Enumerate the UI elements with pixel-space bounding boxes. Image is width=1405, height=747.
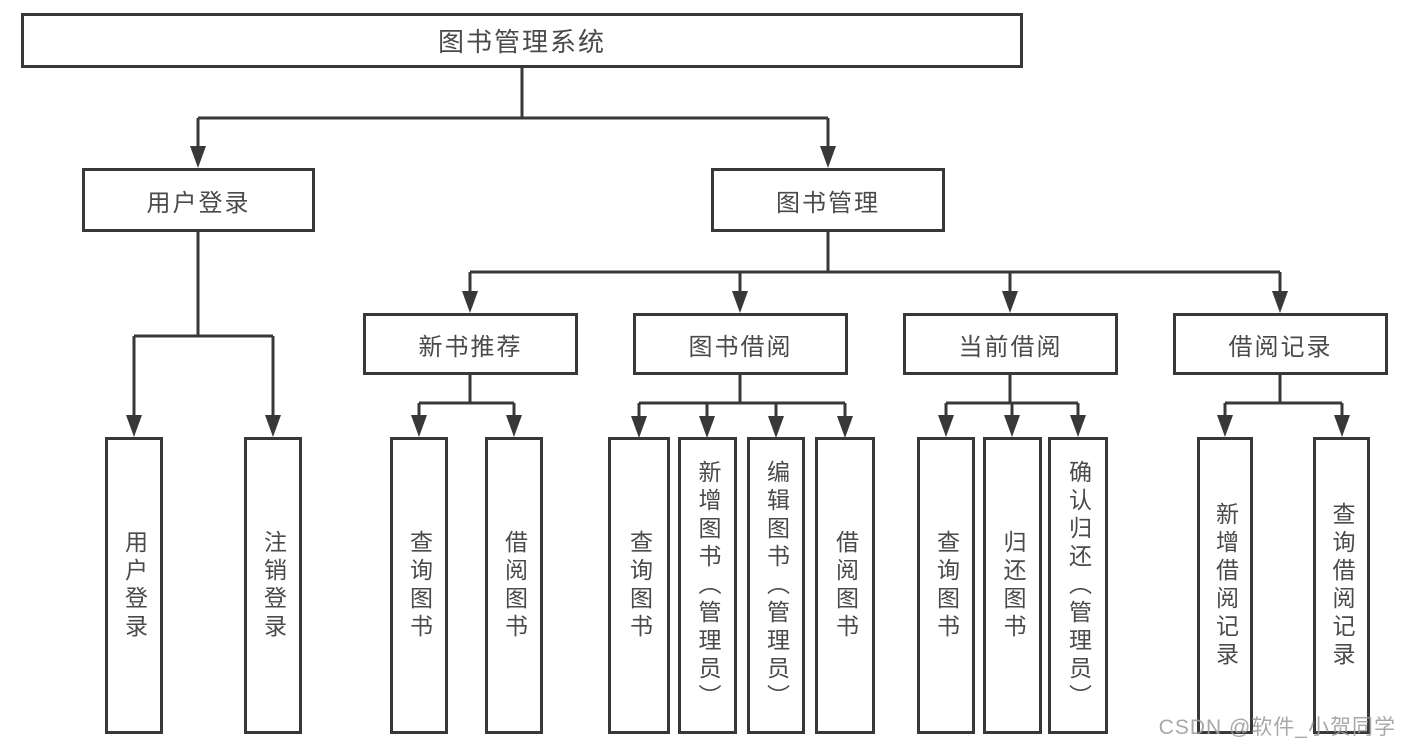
connector-borrow-records	[1217, 375, 1350, 437]
node-borrow-records: 借阅记录	[1173, 313, 1388, 375]
node-leaf-borrow-book: 借阅图书	[815, 437, 875, 734]
arrowhead	[938, 415, 954, 437]
node-label: 归还图书	[1000, 529, 1026, 642]
node-label: 用户登录	[121, 529, 148, 642]
node-label: 查询图书	[626, 529, 653, 642]
node-book-mgmt-branch: 图书管理	[711, 168, 945, 232]
node-current-borrow: 当前借阅	[903, 313, 1118, 375]
arrowhead	[1002, 291, 1018, 313]
arrowhead	[1070, 415, 1086, 437]
arrowhead	[837, 416, 853, 438]
node-label: 确认归还（管理员）	[1065, 459, 1092, 712]
node-label: 借阅图书	[832, 529, 859, 642]
arrowhead	[631, 416, 647, 438]
node-new-book-rec: 新书推荐	[363, 313, 578, 375]
arrowhead	[190, 146, 206, 168]
arrowhead	[699, 416, 715, 438]
connector-login	[126, 232, 281, 437]
node-leaf-return-book: 归还图书	[983, 437, 1042, 734]
node-root: 图书管理系统	[21, 13, 1023, 68]
arrowhead	[506, 415, 522, 437]
node-leaf-add-borrow-record: 新增借阅记录	[1197, 437, 1253, 734]
node-user-login-branch: 用户登录	[82, 168, 315, 232]
node-label: 新增借阅记录	[1212, 501, 1239, 670]
node-leaf-query-borrow-record: 查询借阅记录	[1313, 437, 1370, 734]
arrowhead	[1272, 291, 1288, 313]
node-leaf-user-login: 用户登录	[105, 437, 163, 734]
node-leaf-current-query-book: 查询图书	[917, 437, 975, 734]
arrowhead	[1004, 415, 1020, 437]
connector-new-book	[411, 375, 522, 437]
node-leaf-logout: 注销登录	[244, 437, 302, 734]
node-leaf-edit-book-admin: 编辑图书（管理员）	[747, 437, 805, 734]
node-label: 查询图书	[933, 529, 960, 642]
node-leaf-borrow-query-book: 查询图书	[608, 437, 670, 734]
arrowhead	[411, 415, 427, 437]
connector-book-borrow	[631, 375, 853, 438]
arrowhead	[1217, 415, 1233, 437]
connector-current-borrow	[938, 375, 1086, 437]
arrowhead	[265, 415, 281, 437]
node-label: 新增图书（管理员）	[695, 459, 721, 712]
node-leaf-confirm-return-admin: 确认归还（管理员）	[1048, 437, 1108, 734]
arrowhead	[462, 291, 478, 313]
arrowhead	[732, 291, 748, 313]
arrowhead	[126, 415, 142, 437]
node-label: 注销登录	[260, 529, 287, 642]
watermark: CSDN @软件_小贺同学	[1158, 716, 1396, 739]
arrowhead	[768, 416, 784, 438]
connector-root	[190, 68, 836, 168]
node-label: 查询图书	[406, 529, 433, 642]
node-leaf-add-book-admin: 新增图书（管理员）	[678, 437, 737, 734]
node-leaf-rec-query-book: 查询图书	[390, 437, 448, 734]
node-leaf-rec-borrow-book: 借阅图书	[485, 437, 543, 734]
node-label: 借阅图书	[501, 529, 528, 642]
node-book-borrow: 图书借阅	[633, 313, 848, 375]
arrowhead	[1334, 415, 1350, 437]
node-label: 编辑图书（管理员）	[763, 459, 790, 712]
connector-mgmt	[462, 232, 1288, 313]
node-label: 查询借阅记录	[1329, 501, 1355, 670]
arrowhead	[820, 146, 836, 168]
